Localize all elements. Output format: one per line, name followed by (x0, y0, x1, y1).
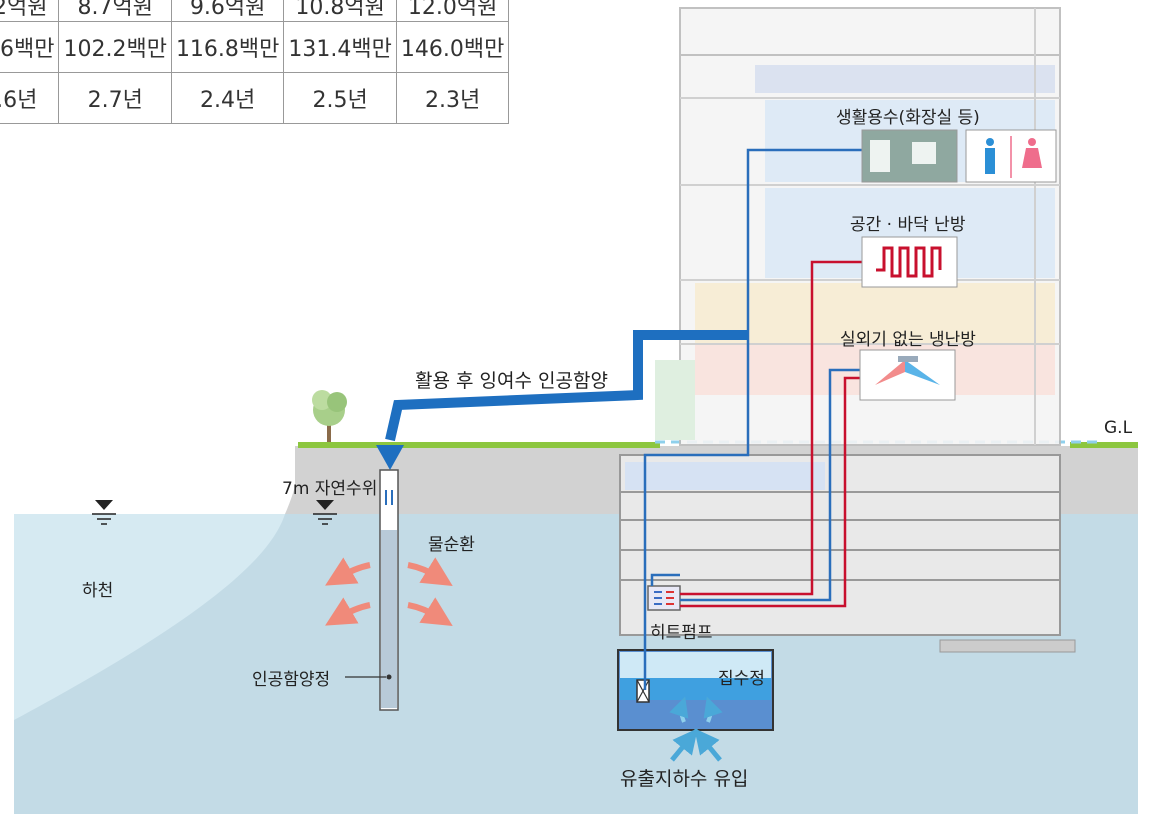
label-heat-pump: 히트펌프 (650, 623, 713, 643)
label-recharge-well: 인공함양정 (252, 670, 331, 690)
table-cell: 131.4백만 (283, 21, 397, 73)
inflow-arrow (670, 728, 698, 762)
table-cell: 2.6년 (0, 72, 60, 124)
pipes (643, 148, 862, 690)
tree-icon (312, 390, 347, 442)
basement (619, 454, 1076, 653)
table-cell: 2.3년 (395, 72, 510, 124)
return-pipe-blue (680, 368, 860, 602)
label-sump: 집수정 (718, 669, 765, 689)
label-groundwater-inflow: 유출지하수 유입 (620, 768, 749, 790)
supply-pipe-blue (643, 148, 862, 690)
label-gl: G.L (1104, 418, 1133, 438)
restroom-sign-icon (965, 129, 1057, 183)
heat-pipe-red-2 (680, 376, 860, 608)
recharge-well (345, 469, 399, 711)
circulation-arrow (325, 557, 371, 586)
sump-tank (617, 649, 774, 731)
table-cell: 9.6억원 (170, 0, 285, 22)
circulation-arrow (325, 597, 371, 626)
water-level-marker (92, 500, 116, 525)
cost-table: 7.2억원 8.7억원 9.6억원 10.8억원 12.0억원 87.6백만 1… (0, 0, 510, 124)
table-cell: 116.8백만 (170, 21, 285, 73)
label-floor-heating: 공간 · 바닥 난방 (850, 215, 966, 235)
river-area (14, 514, 285, 720)
label-natural-level: 7m 자연수위 (282, 479, 378, 499)
heat-pump-icon (647, 585, 681, 611)
table-cell: 2.7년 (58, 72, 172, 124)
table-cell: 87.6백만 (0, 21, 60, 73)
label-river: 하천 (82, 581, 114, 601)
circulation-arrow (407, 557, 453, 586)
label-water-circulation: 물순환 (428, 535, 475, 555)
pipe-blue-loop (650, 573, 680, 586)
table-cell: 2.4년 (170, 72, 285, 124)
restroom-image (861, 129, 958, 183)
table-cell: 146.0백만 (395, 21, 510, 73)
heat-pipe-red-1 (680, 260, 862, 596)
circulation-arrow (407, 597, 453, 626)
river-bank (285, 446, 300, 514)
water-level-marker (313, 500, 337, 525)
label-domestic-water: 생활용수(화장실 등) (836, 108, 980, 128)
inflow-arrow (669, 696, 689, 723)
surplus-recharge-arrow (385, 330, 748, 442)
table-cell: 7.2억원 (0, 0, 60, 22)
air-conditioner-icon (859, 349, 956, 401)
table-cell: 2.5년 (283, 72, 397, 124)
surplus-recharge-arrowhead (376, 445, 404, 470)
inflow-arrow (703, 696, 723, 723)
inflow-arrow (694, 728, 722, 762)
label-surplus-recharge: 활용 후 잉여수 인공함양 (415, 370, 608, 392)
floor-heating-icon (861, 236, 958, 288)
label-no-outdoor-unit: 실외기 없는 냉난방 (840, 330, 976, 350)
